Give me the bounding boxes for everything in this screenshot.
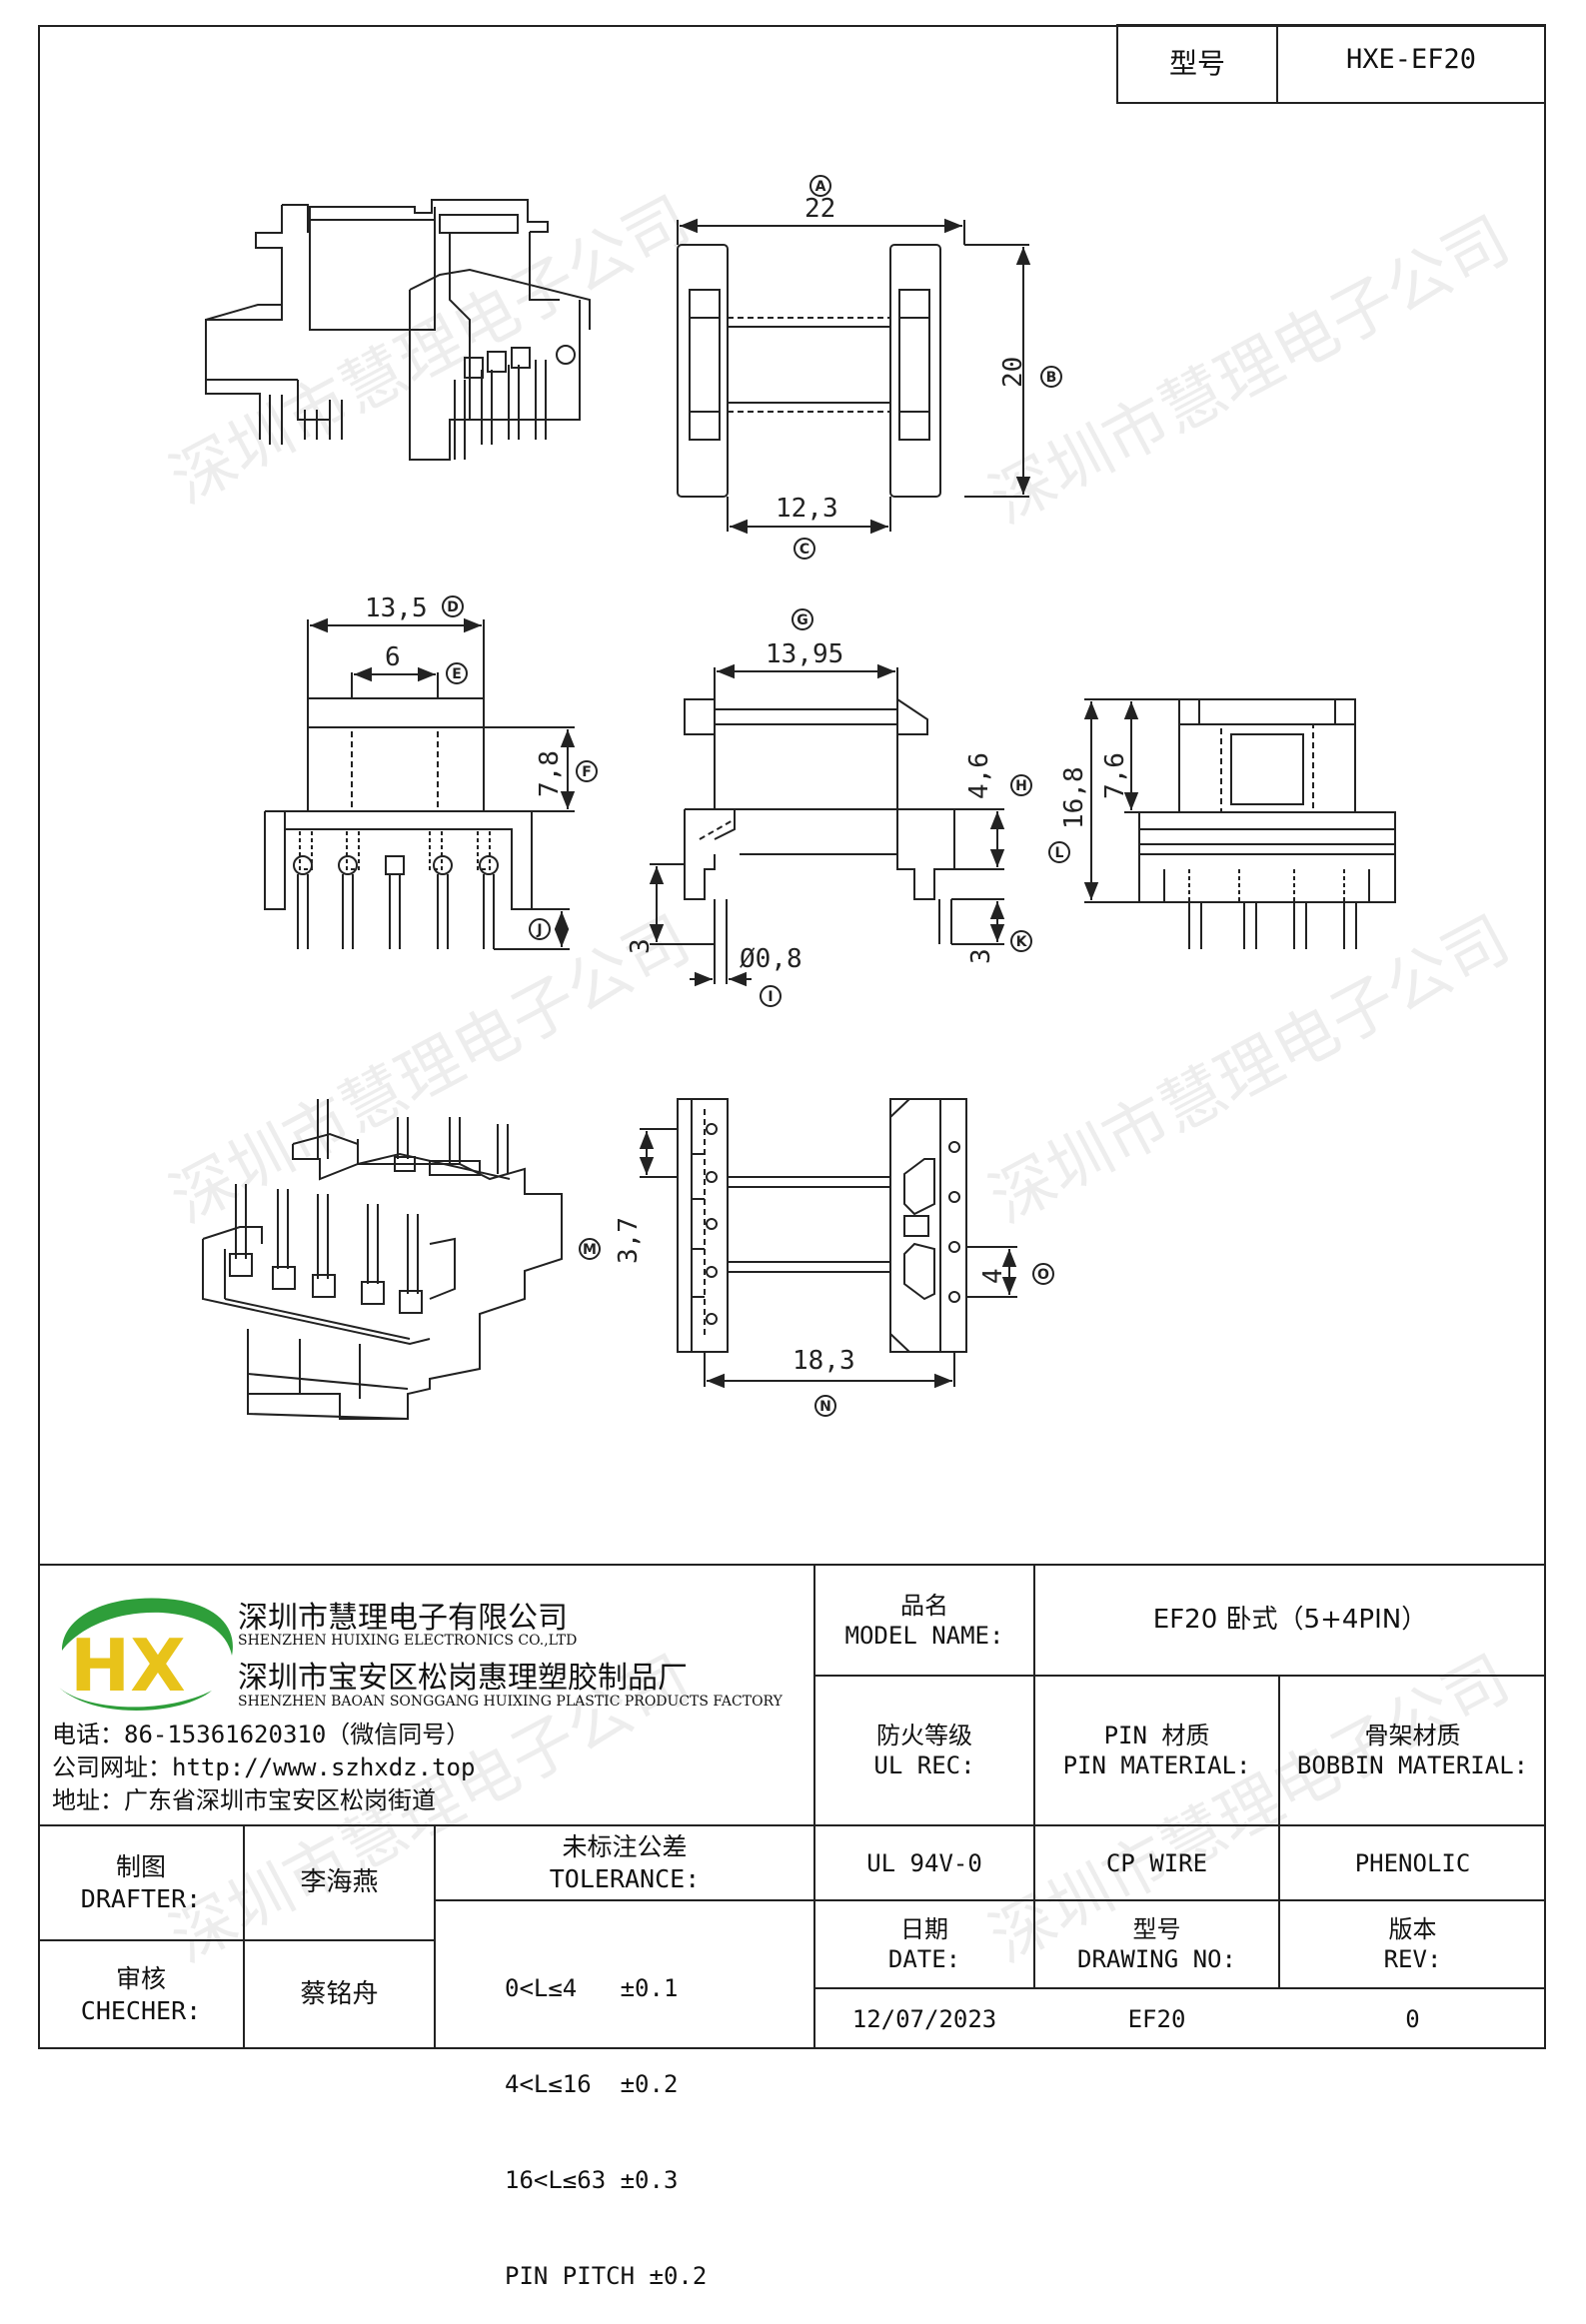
svg-text:O: O [1037, 1267, 1049, 1283]
company-address: 地址：广东省深圳市宝安区松岗街道 [52, 1786, 436, 1814]
dim-M: 3,7 [614, 1217, 644, 1264]
marker-L: L [1048, 841, 1070, 863]
checker-value: 蔡铭舟 [300, 1979, 379, 2010]
tolerance-line: PIN PITCH ±0.2 [505, 2262, 708, 2290]
svg-text:F: F [582, 764, 592, 780]
model-name-label: 品名 MODEL NAME: [844, 1591, 1004, 1650]
dim-L: 16,8 [1059, 766, 1089, 829]
svg-text:C: C [799, 542, 809, 558]
svg-text:G: G [796, 612, 808, 628]
dim-7-6: 7,6 [1100, 752, 1130, 799]
side-view-middle [649, 663, 1005, 987]
svg-text:K: K [1016, 934, 1028, 950]
company-name-en: SHENZHEN HUIXING ELECTRONICS CO.,LTD [238, 1633, 578, 1649]
factory-name-en: SHENZHEN BAOAN SONGGANG HUIXING PLASTIC … [238, 1694, 783, 1710]
dim-J: 3 [626, 938, 656, 954]
rev-label: 版本 REV: [1383, 1915, 1442, 1973]
header-model-box [1116, 24, 1546, 104]
marker-F: F [576, 760, 598, 782]
dim-I: Ø0,8 [740, 944, 802, 974]
date-value: 12/07/2023 [851, 2004, 997, 2033]
svg-text:I: I [768, 989, 773, 1005]
bobbin-material-value: PHENOLIC [1354, 1848, 1471, 1877]
plan-view-top [677, 218, 1031, 535]
pin-material-value: CP WIRE [1105, 1848, 1208, 1877]
tolerance-line: 4<L≤16 ±0.2 [505, 2070, 679, 2098]
dim-C: 12,3 [776, 494, 838, 524]
company-website: 公司网址：http://www.szhxdz.top [52, 1753, 476, 1781]
dim-A: 22 [804, 194, 835, 224]
plan-view-bottom [639, 1098, 1017, 1389]
technical-drawing: A B C D E F G H I J K L M N O 22 20 12,3… [38, 24, 1546, 2049]
marker-E: E [446, 662, 468, 684]
side-view-right [1083, 698, 1396, 949]
front-view-left [264, 617, 576, 950]
drafter-value: 李海燕 [300, 1867, 379, 1898]
svg-text:B: B [1046, 370, 1057, 386]
dim-D: 13,5 [365, 593, 428, 623]
company-name-cn: 深圳市慧理电子有限公司 [238, 1601, 568, 1636]
svg-text:J: J [536, 922, 542, 938]
drawing-no-value: EF20 [1127, 2004, 1186, 2033]
title-block-grid [38, 1564, 1546, 2049]
ul-value: UL 94V-0 [866, 1848, 982, 1877]
tolerance-line: 0<L≤4 ±0.1 [505, 1974, 679, 2002]
tolerance-label: 未标注公差 TOLERANCE: [549, 1832, 701, 1893]
rev-value: 0 [1405, 2004, 1420, 2033]
drawing-no-label: 型号 DRAWING NO: [1077, 1915, 1236, 1973]
drafter-label: 制图 DRAFTER: [80, 1852, 202, 1913]
date-label: 日期 DATE: [887, 1915, 961, 1973]
factory-name-cn: 深圳市宝安区松岗惠理塑胶制品厂 [238, 1661, 688, 1696]
dim-E: 6 [385, 642, 401, 672]
marker-K: K [1010, 930, 1032, 952]
svg-text:L: L [1055, 845, 1064, 861]
dim-B: 20 [998, 357, 1028, 388]
model-name-value: EF20 卧式（5+4PIN） [1152, 1605, 1428, 1636]
svg-text:A: A [815, 179, 826, 195]
svg-text:N: N [819, 1399, 831, 1415]
marker-D: D [442, 595, 464, 617]
header-model-label: 型号 [1168, 47, 1225, 80]
dim-O: 4 [978, 1268, 1008, 1284]
marker-N: N [814, 1395, 836, 1417]
iso-view-bottom [202, 1099, 563, 1420]
iso-view-top [205, 199, 591, 461]
dimension-texts: 22 20 12,3 13,5 6 7,8 13,95 4,6 16,8 7,6… [365, 194, 1130, 1376]
dimension-markers: A B C D E F G H I J K L M N O [442, 175, 1070, 1417]
bobbin-material-label: 骨架材质 BOBBIN MATERIAL: [1296, 1722, 1529, 1779]
logo-text: HX [70, 1624, 186, 1708]
ul-rec-label: 防火等级 UL REC: [873, 1722, 975, 1779]
company-logo: HX [57, 1598, 233, 1711]
drawing-frame [38, 25, 1546, 2049]
dim-N: 18,3 [793, 1346, 855, 1376]
marker-G: G [792, 608, 813, 630]
svg-text:E: E [452, 666, 462, 682]
dim-G: 13,95 [766, 639, 843, 669]
dim-K: 3 [966, 948, 996, 964]
checker-label: 审核 CHECHER: [80, 1964, 202, 2025]
marker-A: A [809, 175, 831, 197]
dim-F: 7,8 [535, 750, 565, 797]
marker-M: M [579, 1238, 601, 1260]
marker-O: O [1032, 1263, 1054, 1285]
pin-material-label: PIN 材质 PIN MATERIAL: [1062, 1722, 1251, 1779]
svg-text:H: H [1015, 778, 1027, 794]
header-model-value: HXE-EF20 [1345, 44, 1477, 75]
marker-I: I [760, 985, 782, 1007]
tolerance-line: 16<L≤63 ±0.3 [505, 2166, 679, 2194]
marker-C: C [793, 538, 815, 560]
marker-J: J [529, 918, 551, 940]
svg-text:M: M [583, 1242, 597, 1258]
dim-H: 4,6 [964, 752, 994, 799]
tolerance-values: 0<L≤4 ±0.1 4<L≤16 ±0.2 16<L≤63 ±0.3 PIN … [505, 1908, 804, 2324]
svg-text:D: D [447, 599, 459, 615]
company-phone: 电话：86-15361620310（微信同号） [52, 1721, 471, 1748]
marker-H: H [1010, 774, 1032, 796]
marker-B: B [1040, 366, 1062, 388]
